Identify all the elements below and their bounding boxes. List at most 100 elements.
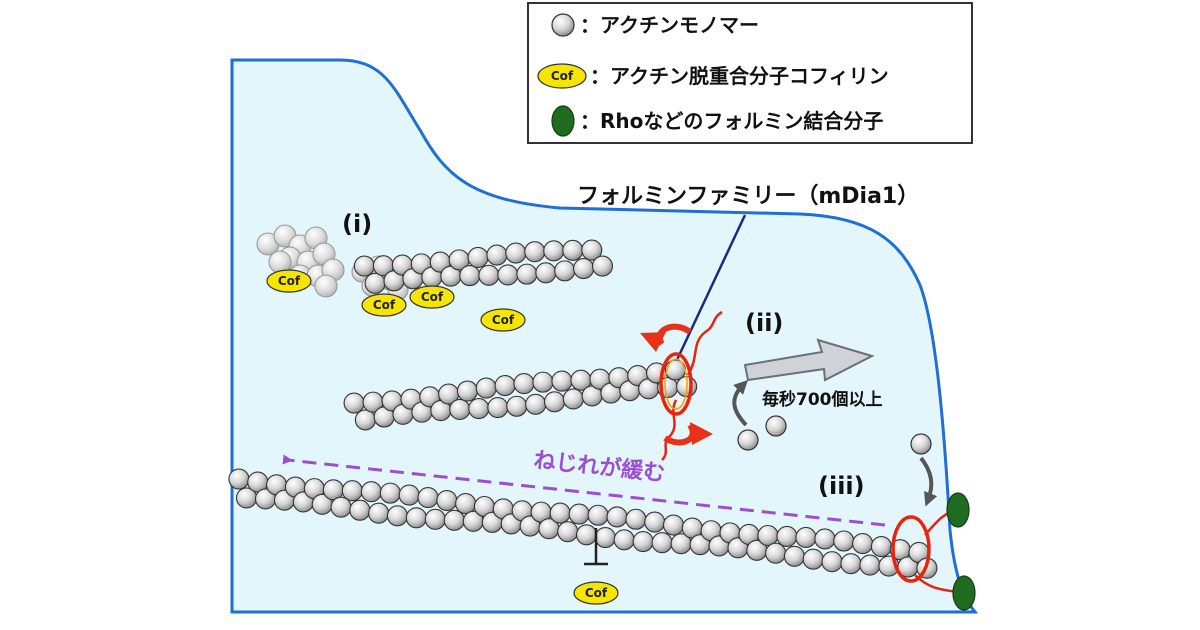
actin-monomer bbox=[613, 529, 635, 551]
cofilin-label: Cof bbox=[373, 298, 396, 312]
formin-iii bbox=[891, 492, 976, 611]
formin-ring-inner bbox=[664, 358, 688, 410]
actin-monomer bbox=[456, 380, 478, 402]
actin-monomer bbox=[606, 506, 628, 528]
free-monomer bbox=[910, 433, 932, 455]
actin-monomer bbox=[468, 398, 490, 420]
binding-molecule bbox=[946, 492, 970, 528]
legend-box bbox=[527, 2, 973, 144]
actin-monomer bbox=[535, 262, 557, 284]
formin-pointer-line bbox=[674, 214, 747, 363]
actin-monomer bbox=[449, 398, 471, 421]
cofilin bbox=[361, 293, 407, 317]
formin-tail bbox=[686, 310, 723, 376]
actin-monomer bbox=[833, 530, 855, 552]
monomer-incoming-arrow-iii bbox=[919, 456, 938, 507]
actin-monomer bbox=[662, 514, 685, 536]
actin-monomer bbox=[562, 388, 584, 410]
actin-monomer bbox=[644, 511, 666, 533]
actin-monomer bbox=[349, 499, 371, 521]
actin-monomer bbox=[443, 509, 465, 531]
legend-cofilin-icon-text: Cof bbox=[551, 69, 574, 83]
actin-monomer bbox=[852, 533, 874, 555]
actin-monomer bbox=[478, 264, 500, 286]
actin-monomer bbox=[494, 374, 516, 397]
actin-monomer bbox=[543, 391, 566, 413]
actin-monomer bbox=[814, 528, 836, 550]
actin-monomer bbox=[821, 551, 843, 573]
free-monomer bbox=[737, 429, 759, 451]
actin-monomer bbox=[525, 393, 547, 415]
actin-monomer bbox=[562, 239, 584, 261]
stage-i-label: (i) bbox=[342, 210, 372, 238]
actin-monomer bbox=[840, 553, 862, 575]
formin-ring bbox=[659, 352, 693, 416]
cofilin-label: Cof bbox=[421, 290, 444, 304]
formin-family-label: フォルミンファミリー（mDia1） bbox=[577, 184, 919, 209]
actin-monomer bbox=[459, 265, 481, 287]
actin-monomer bbox=[505, 242, 527, 264]
actin-filament-i bbox=[353, 239, 614, 294]
monomer-incoming-arrow bbox=[732, 380, 748, 427]
actin-monomer bbox=[551, 370, 573, 392]
cofilin bbox=[266, 269, 312, 293]
actin-monomer bbox=[802, 548, 824, 570]
actin-monomer bbox=[513, 372, 535, 395]
actin-monomer bbox=[486, 244, 508, 266]
actin-filament-iii bbox=[228, 468, 938, 579]
actin-monomer bbox=[487, 397, 509, 419]
free-monomer bbox=[765, 415, 787, 437]
actin-monomer bbox=[543, 240, 565, 262]
actin-monomer bbox=[467, 246, 489, 268]
legend-monomer-label: ：アクチンモノマー bbox=[580, 13, 759, 37]
actin-monomer bbox=[314, 274, 338, 298]
legend-monomer-icon bbox=[551, 13, 575, 37]
cofilin-label: Cof bbox=[585, 586, 608, 600]
actin-monomer bbox=[625, 508, 647, 530]
actin-monomer bbox=[417, 487, 439, 509]
legend-cofilin-icon bbox=[537, 63, 587, 89]
actin-monomer bbox=[651, 532, 673, 554]
actin-monomer bbox=[581, 239, 603, 261]
actin-monomer bbox=[516, 263, 538, 285]
actin-monomer bbox=[354, 409, 376, 431]
legend: ：アクチンモノマー Cof ：アクチン脱重合分子コフィリン ：Rhoなどのフォル… bbox=[527, 2, 973, 144]
actin-monomer bbox=[424, 508, 446, 530]
actin-monomer bbox=[368, 502, 390, 524]
twist-arrow bbox=[282, 454, 886, 527]
actin-monomer bbox=[398, 484, 420, 506]
actin-monomer bbox=[228, 468, 250, 490]
rate-label: 毎秒700個以上 bbox=[762, 389, 883, 410]
actin-monomer bbox=[557, 521, 579, 543]
actin-monomer bbox=[341, 480, 363, 502]
actin-monomer bbox=[343, 392, 365, 414]
actin-monomer bbox=[524, 241, 546, 263]
cofilin-label: Cof bbox=[278, 274, 301, 288]
rotation-arrow-upper-head bbox=[640, 332, 666, 352]
growth-direction-arrow bbox=[743, 338, 875, 382]
rotation-arrow-lower-head bbox=[690, 422, 713, 445]
actin-monomer bbox=[594, 526, 616, 549]
actin-monomer bbox=[795, 526, 817, 549]
actin-monomer bbox=[360, 481, 382, 503]
actin-monomer bbox=[554, 260, 576, 282]
cofilin bbox=[480, 308, 526, 332]
actin-monomer bbox=[765, 542, 787, 564]
actin-monomer bbox=[379, 482, 401, 504]
actin-monomer bbox=[353, 255, 375, 277]
actin-monomer bbox=[506, 395, 528, 417]
actin-monomer bbox=[386, 505, 409, 527]
stage-ii-label: (ii) bbox=[745, 309, 783, 337]
cofilin bbox=[573, 581, 619, 605]
formin-mdia1-ii bbox=[640, 310, 723, 461]
formin-ring bbox=[891, 515, 931, 583]
cofilin-label: Cof bbox=[492, 313, 515, 327]
actin-monomer bbox=[587, 504, 609, 526]
actin-monomer bbox=[568, 503, 590, 525]
binding-molecule bbox=[952, 575, 976, 611]
legend-binding-molecule-icon bbox=[551, 105, 575, 137]
actin-monomer bbox=[573, 257, 595, 280]
